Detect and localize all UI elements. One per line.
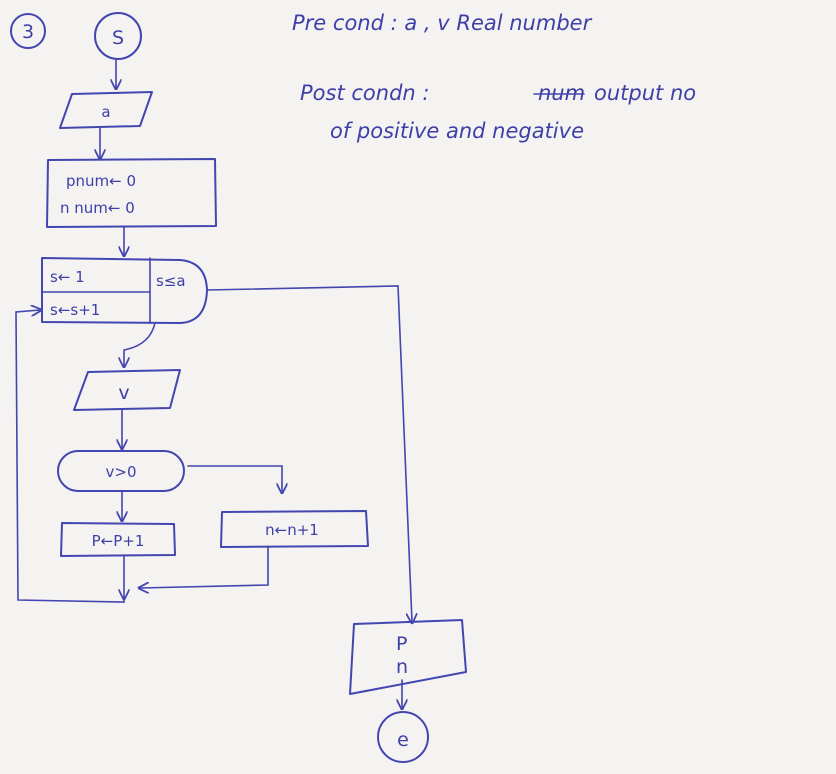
decision-label: v>0 bbox=[106, 463, 137, 481]
postcondition-rest: output no bbox=[594, 81, 696, 105]
arrow-n-to-merge bbox=[140, 546, 269, 588]
arrow-loop-exit-to-output bbox=[206, 285, 412, 622]
problem-number: 3 bbox=[10, 13, 46, 49]
arrow-decision-to-n bbox=[187, 465, 282, 492]
decision-box: v>0 bbox=[57, 450, 185, 492]
postcondition-label: Post condn : bbox=[300, 81, 429, 105]
input-a-box: a bbox=[59, 91, 153, 129]
start-label: S bbox=[112, 27, 124, 49]
input-v-box: v bbox=[73, 369, 181, 411]
postcondition-line2: of positive and negative bbox=[330, 119, 584, 143]
postcondition-struck: num bbox=[538, 81, 585, 105]
init-p-label: pnum← 0 bbox=[66, 172, 136, 190]
init-n-label: n num← 0 bbox=[60, 199, 135, 217]
init-process-box: pnum← 0 n num← 0 bbox=[46, 158, 217, 228]
output-p-label: P bbox=[396, 633, 407, 655]
input-v-label: v bbox=[118, 382, 129, 404]
loop-box: s← 1 s≤a s←s+1 bbox=[41, 257, 208, 324]
loop-cond-label: s≤a bbox=[156, 272, 186, 290]
end-terminator: e bbox=[377, 711, 429, 763]
process-p-box: P←P+1 bbox=[60, 522, 176, 557]
struck-text: num bbox=[533, 81, 585, 105]
process-p-label: P←P+1 bbox=[92, 532, 145, 550]
process-n-label: n←n+1 bbox=[265, 521, 319, 539]
loop-step-label: s←s+1 bbox=[50, 301, 100, 319]
process-n-box: n←n+1 bbox=[220, 510, 369, 548]
arrow-loop-back bbox=[15, 310, 125, 603]
output-box: P n bbox=[349, 619, 467, 695]
arrow-loop-to-input-v bbox=[124, 322, 156, 366]
start-terminator: S bbox=[94, 12, 142, 60]
input-a-label: a bbox=[101, 103, 110, 121]
loop-init-label: s← 1 bbox=[50, 268, 85, 286]
problem-number-text: 3 bbox=[22, 21, 34, 43]
precondition-note: Pre cond : a , v Real number bbox=[292, 11, 593, 35]
end-label: e bbox=[397, 729, 409, 751]
output-n-label: n bbox=[396, 656, 408, 678]
